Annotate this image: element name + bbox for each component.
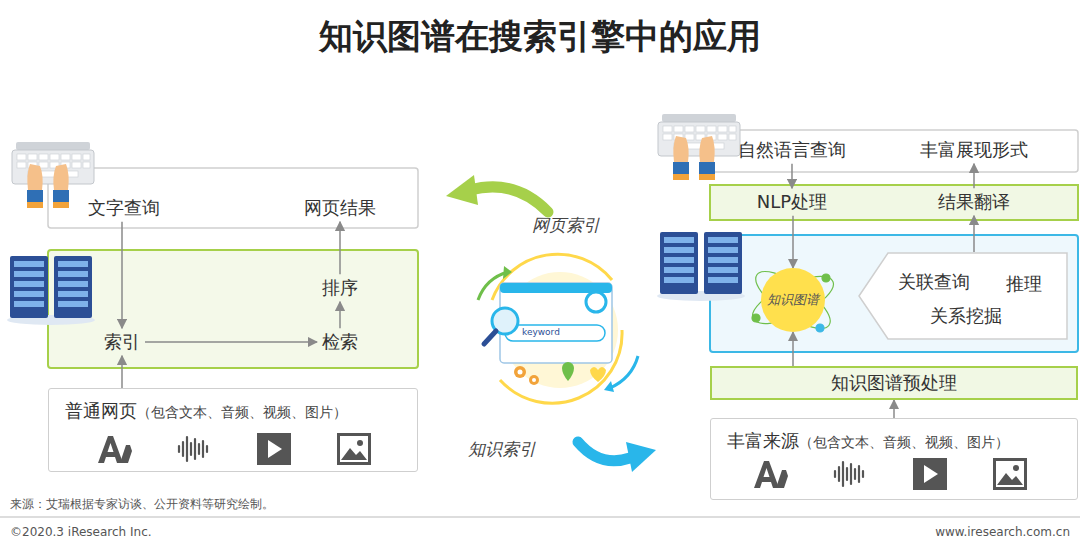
node-text: 自然语言查询 [738,139,846,160]
process-label: 文字查询 [83,194,165,222]
chevron-outline [858,252,1068,340]
flow-arrow [973,164,975,188]
knowledge-graph-circle: 知识图谱 [761,268,825,332]
flow-arrow [973,216,975,252]
node-text: 知识图谱 [767,291,819,309]
media-icons [98,433,371,465]
box-heading: 普通网页 [65,399,137,423]
flow-arrow [792,332,794,366]
flow-arrow [792,216,794,268]
process-label: 排序 [317,274,363,302]
source-box: 丰富来源（包含文本、音频、视频、图片） [710,418,1078,500]
box-note: （包含文本、音频、视频、图片） [137,404,347,422]
query-panel [48,168,418,228]
chevron-box: 关联查询 推理关系挖掘 [858,252,1068,340]
knowledge-index-arrow [578,442,656,472]
flow-arrow [791,164,793,188]
footer-rule [0,517,1080,518]
node-text: 检索 [322,331,358,352]
node-text: 索引 [104,331,140,352]
source-note: 来源：艾瑞根据专家访谈、公开资料等研究绘制。 [10,496,274,513]
flow-arrow [893,400,895,418]
node-text: 关联查询 [898,270,970,294]
laptop-icon [658,114,740,180]
illustration-text: keyword [522,327,560,337]
graph-orbits [746,262,839,339]
process-label: 结果翻译 [933,188,1015,216]
node-text: 关系挖掘 [930,304,1002,328]
process-label: 网页结果 [299,194,381,222]
website: www.iresearch.com.cn [935,525,1070,539]
server-icon [657,232,745,301]
process-band: 知识图谱预处理 [710,366,1078,400]
flow-arrow [145,341,317,343]
nlp-band [710,185,1078,220]
flow-arrow [339,302,341,328]
node-text: NLP处理 [757,191,827,212]
process-label: 检索 [317,328,363,356]
index-panel [48,250,418,368]
laptop-icon [12,142,94,208]
process-label: 自然语言查询 [733,136,851,164]
node-text: 排序 [322,277,358,298]
box-heading: 丰富来源 [727,429,799,453]
flow-arrow [121,356,123,388]
index-label: 网页索引 [532,214,600,237]
web-index-arrow [446,175,548,212]
source-panel-fill [710,418,1078,500]
box-note: （包含文本、音频、视频、图片） [799,434,1009,452]
diagram-title: 知识图谱在搜索引擎中的应用 [0,14,1080,60]
copyright: ©2020.3 iResearch Inc. [10,525,152,539]
process-label: 索引 [99,328,145,356]
node-text: 网页结果 [304,197,376,218]
flow-arrow [121,222,123,328]
index-label: 知识索引 [468,438,536,461]
media-icons [754,458,1027,490]
flow-arrow [339,222,341,274]
server-icon [7,256,95,325]
query-panel [710,130,1078,172]
node-text: 文字查询 [88,197,160,218]
search-illustration [478,254,638,403]
process-label: 丰富展现形式 [915,136,1033,164]
node-text: 推理 [1006,272,1042,296]
node-text: 知识图谱预处理 [831,371,957,395]
source-panel-fill [48,388,418,472]
source-box: 普通网页（包含文本、音频、视频、图片） [48,388,418,472]
process-label: NLP处理 [752,188,832,216]
graph-panel [710,235,1078,352]
node-text: 丰富展现形式 [920,139,1028,160]
node-text: 结果翻译 [938,191,1010,212]
